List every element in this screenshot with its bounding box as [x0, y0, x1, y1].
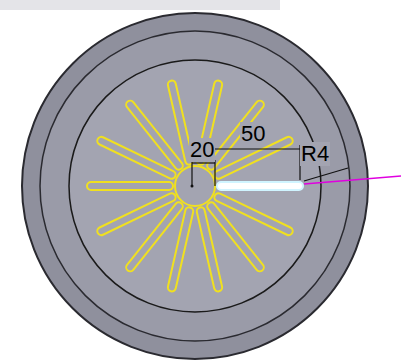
slot-shape — [87, 182, 173, 190]
slot-shape — [196, 207, 223, 293]
slot-shape — [125, 99, 185, 171]
slot-shape — [217, 182, 303, 190]
dimension-label: 50 — [240, 122, 266, 146]
dimension-label: R4 — [300, 142, 330, 166]
dimension-label: 20 — [189, 138, 215, 162]
slot-shape — [167, 207, 194, 293]
slot-shape — [206, 201, 266, 273]
slot-shape — [96, 192, 177, 237]
